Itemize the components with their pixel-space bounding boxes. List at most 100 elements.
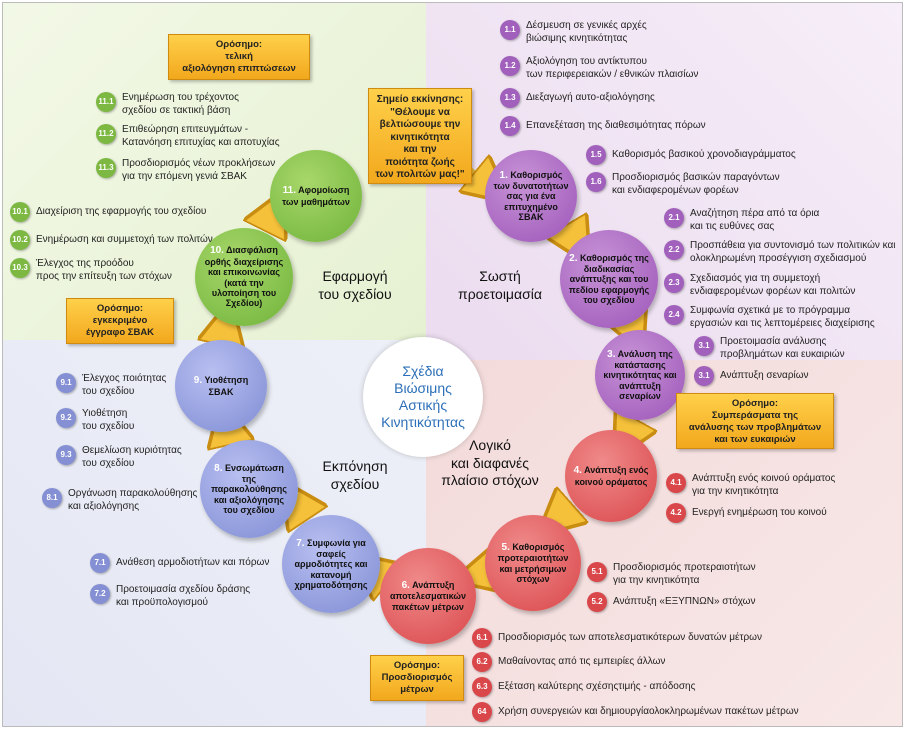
milestone-line: αξιολόγηση επιπτώσεων (182, 62, 296, 74)
substep-badge: 11.3 (96, 158, 116, 178)
substep-badge: 3.1 (694, 366, 714, 386)
phase-line: Εφαρμογή (322, 268, 388, 284)
substep-line: Προσπάθεια για συντονισμό των πολιτικών … (690, 240, 896, 251)
step-label: Αφομοίωση των μαθημάτων (282, 185, 350, 207)
substep-badge: 2.2 (664, 240, 684, 260)
step-label: Ενσωμάτωση της παρακολούθησης και αξιολό… (211, 462, 287, 516)
milestone-line: Ορόσημο: (731, 398, 779, 409)
arrow-7-to-8 (295, 500, 305, 515)
phase-goals: Λογικό και διαφανές πλαίσιο στόχων (425, 437, 555, 490)
substep-line: για την επόμενη γενιά ΣΒΑΚ (122, 170, 247, 182)
step-11-circle[interactable]: 11. Αφομοίωση των μαθημάτων (270, 150, 362, 242)
step-8-circle[interactable]: 8. Ενσωμάτωση της παρακολούθησης και αξι… (200, 440, 298, 538)
step-10-circle[interactable]: 10. Διασφάλιση ορθής διαχείρισης και επι… (195, 228, 293, 326)
step-2-circle[interactable]: 2. Καθορισμός της διαδικασίας ανάπτυξης … (560, 230, 658, 328)
step-7-circle[interactable]: 7. Συμφωνία για σαφείς αρμοδιότητες και … (282, 515, 380, 613)
step-5-circle[interactable]: 5. Καθορισμός προτεραιοτήτων και μετρήσι… (485, 515, 581, 611)
substep-line: Ενημέρωση του τρέχοντος (122, 92, 239, 103)
step-number: 7. (296, 537, 305, 549)
step-label: Καθορισμός της διαδικασίας ανάπτυξης και… (568, 252, 650, 306)
start-line: Σημείο εκκίνησης: (376, 94, 464, 105)
milestone-line: Συμπεράσματα της (711, 409, 799, 421)
substep-3-1b[interactable]: 3.1 Ανάπτυξη σεναρίων (694, 366, 809, 386)
step-4-circle[interactable]: 4. Ανάπτυξη ενός κοινού οράματος (565, 430, 657, 522)
substep-line: σχεδίου σε τακτική βάση (122, 104, 231, 116)
step-number: 10. (210, 245, 224, 257)
phase-implementation: Εφαρμογή του σχεδίου (300, 268, 410, 303)
substep-line: Εξέταση καλύτερης σχέσηςτιμής - απόδοσης (498, 681, 696, 692)
step-number: 8. (214, 462, 223, 474)
substep-line: Αξιολόγηση του αντίκτυπου (526, 56, 648, 67)
phase-line: σχεδίου (330, 475, 380, 492)
substep-badge: 1.4 (500, 116, 520, 136)
center-title: Σχέδια Βιώσιμης Αστικής Κινητικότητας (363, 337, 483, 457)
substep-line: Θεμελίωση κυριότητας (82, 445, 182, 456)
substep-badge: 11.1 (96, 92, 116, 112)
substep-line: Μαθαίνοντας από τις εμπειρίες άλλων (498, 656, 666, 667)
step-number: 1. (499, 169, 508, 181)
start-line: κινητικότητα (390, 131, 450, 143)
substep-line: για την κινητικότητα (692, 485, 779, 497)
substep-2-2[interactable]: 2.2 Προσπάθεια για συντονισμό των πολιτικ… (664, 240, 896, 265)
step-label: Ανάπτυξη αποτελεσματικών πακέτων μέτρων (389, 579, 467, 612)
substep-badge: 10.3 (10, 258, 30, 278)
step-1-circle[interactable]: 1. Καθορισμός των δυνατοτήτων σας για έν… (485, 150, 577, 242)
milestone-final-evaluation: Ορόσημο: τελική αξιολόγηση επιπτώσεων (168, 34, 310, 80)
substep-line: Διεξαγωγή αυτο-αξιολόγησης (526, 92, 655, 103)
step-number: 9. (193, 375, 203, 387)
step-9-circle[interactable]: 9. Υιοθέτηση ΣΒΑΚ (175, 340, 267, 432)
step-label: Ανάλυση της κατάστασης κινητικότητας και… (603, 348, 677, 402)
substep-line: Έλεγχος ποιότητας (82, 373, 167, 384)
substep-badge: 5.1 (587, 562, 607, 582)
substep-badge: 9.3 (56, 445, 76, 465)
substep-line: του σχεδίου (82, 385, 135, 397)
step-label: Καθορισμός των δυνατοτήτων σας για ένα ε… (493, 169, 569, 223)
step-label: Ανάπτυξη ενός κοινού οράματος (574, 465, 649, 487)
substep-badge: 2.1 (664, 208, 684, 228)
step-3-circle[interactable]: 3. Ανάλυση της κατάστασης κινητικότητας … (595, 330, 685, 420)
substep-line: Σχεδιασμός για τη συμμετοχή (690, 273, 821, 284)
substep-line: Ανάπτυξη σεναρίων (720, 370, 809, 381)
substep-line: Υιοθέτηση (82, 408, 128, 419)
substep-badge: 7.1 (90, 553, 110, 573)
step-6-circle[interactable]: 6. Ανάπτυξη αποτελεσματικών πακέτων μέτρ… (380, 548, 476, 644)
start-line: ποιότητα ζωής (385, 156, 455, 168)
